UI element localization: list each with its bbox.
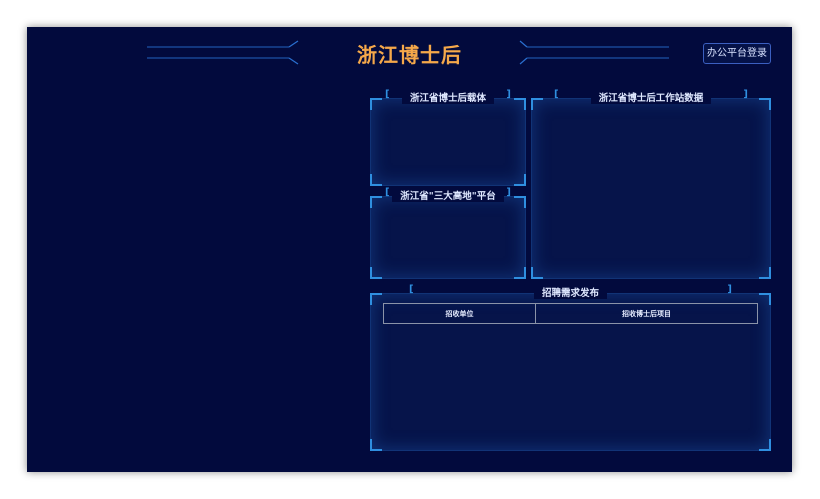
table-header-row: 招收单位 招收博士后项目 [383,303,758,324]
carrier-panel: [ ] 浙江省博士后载体 [370,89,526,186]
dashboard-screen: 浙江博士后 办公平台登录 [ ] 浙江省博士后载体 [ ] 浙江省博士后工作站数… [27,27,792,472]
bracket-right-icon: ] [506,187,511,198]
office-login-button[interactable]: 办公平台登录 [703,43,771,64]
bracket-right-icon: ] [743,89,748,100]
carrier-panel-title: 浙江省博士后载体 [401,93,494,104]
workstation-panel-title: 浙江省博士后工作站数据 [590,93,712,104]
page-title: 浙江博士后 [357,43,462,67]
bracket-left-icon: [ [385,89,390,100]
workstation-panel: [ ] 浙江省博士后工作站数据 [531,89,771,279]
recruit-panel: [ ] 招聘需求发布 招收单位 招收博士后项目 [370,284,771,451]
bracket-left-icon: [ [409,284,414,295]
platform-panel-title: 浙江省"三大高地"平台 [392,191,504,202]
bracket-left-icon: [ [385,187,390,198]
recruit-panel-title: 招聘需求发布 [533,288,607,299]
bracket-right-icon: ] [506,89,511,100]
header-decoration [147,40,669,65]
column-header-project: 招收博士后项目 [535,303,758,324]
platform-panel: [ ] 浙江省"三大高地"平台 [370,187,526,279]
bracket-right-icon: ] [727,284,732,295]
recruit-table: 招收单位 招收博士后项目 [383,303,758,324]
bracket-left-icon: [ [554,89,559,100]
column-header-unit: 招收单位 [383,303,536,324]
